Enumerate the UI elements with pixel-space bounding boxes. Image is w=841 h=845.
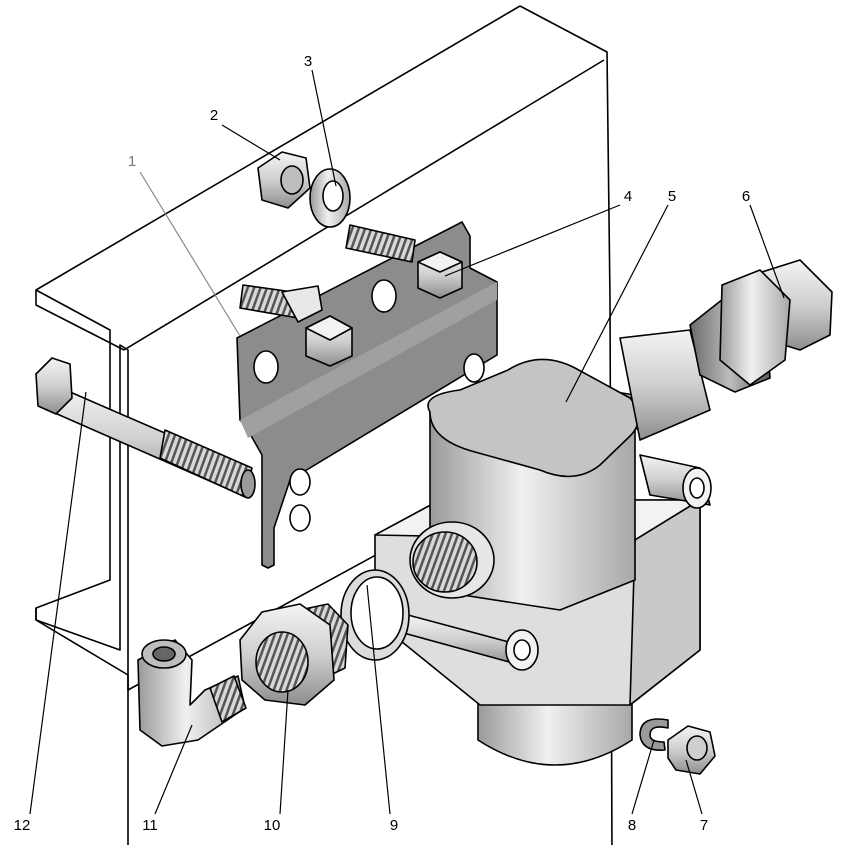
callout-labels: 1 2 3 4 5 6 7 8 9 10 11 12 — [14, 53, 751, 834]
callout-2: 2 — [210, 107, 218, 124]
hex-nut-bracket — [305, 315, 353, 367]
fitting-6 — [689, 259, 833, 393]
callout-5: 5 — [668, 188, 676, 205]
callout-12: 12 — [14, 817, 31, 834]
stud-upper — [345, 224, 416, 263]
stud-lower — [239, 284, 323, 323]
valve-body-5 — [374, 329, 712, 766]
hex-nut-4 — [417, 251, 463, 299]
elbow-fitting-11 — [137, 639, 247, 747]
callout-11: 11 — [142, 817, 158, 834]
bushing-10 — [239, 603, 349, 706]
leader-lines — [29, 69, 785, 815]
hex-nut-2 — [257, 151, 311, 209]
callout-3: 3 — [304, 53, 312, 70]
circlip-8 — [639, 718, 669, 752]
bracket-hole — [371, 279, 397, 313]
bracket-hole — [289, 504, 311, 532]
callout-9: 9 — [390, 817, 398, 834]
callout-4: 4 — [624, 188, 632, 205]
callout-7: 7 — [700, 817, 708, 834]
gasket-ring-9 — [340, 569, 410, 661]
long-bolt-12 — [35, 357, 256, 499]
callout-1: 1 — [128, 153, 136, 170]
callout-8: 8 — [628, 817, 636, 834]
spring-washer-3 — [309, 168, 351, 228]
bracket-hole — [463, 353, 485, 383]
bracket-hole — [289, 468, 311, 496]
callout-6: 6 — [742, 188, 750, 205]
hex-nut-7 — [667, 725, 716, 775]
bracket-hole — [253, 350, 279, 384]
callout-10: 10 — [264, 817, 281, 834]
